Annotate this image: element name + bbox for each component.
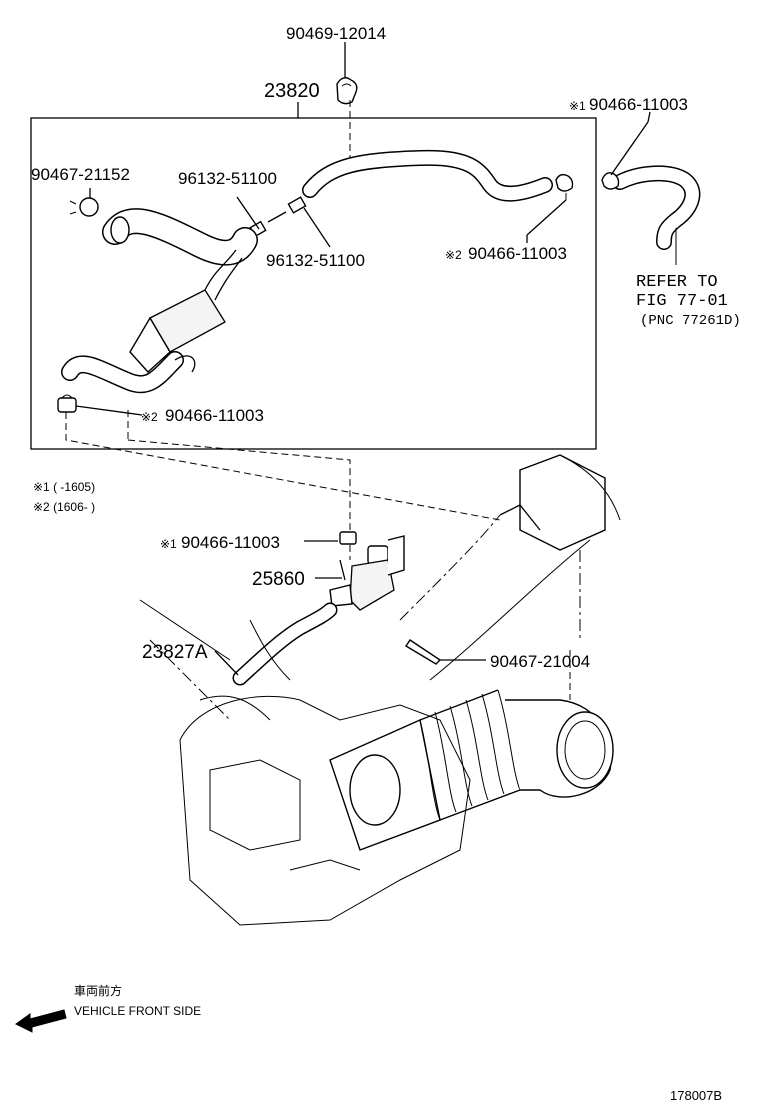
label-23827A: 23827A [142,642,208,663]
label-23820: 23820 [264,80,320,102]
note-1: ※1 ( -1605) [33,480,95,494]
label-90466-11003-top: 90466-11003 [589,95,688,114]
label-25860: 25860 [252,569,305,590]
hose-23820 [302,149,553,202]
direction-en: VEHICLE FRONT SIDE [74,1004,201,1018]
leader-lines [75,111,651,676]
engine-area [139,454,621,926]
front-direction-arrow [15,1009,67,1033]
mark-1-mid: ※1 [160,537,177,551]
direction-jp: 車両前方 [74,983,122,998]
label-90466-11003-mid: 90466-11003 [181,533,280,552]
mark-2-left: ※2 [141,410,158,424]
label-90467-21152: 90467-21152 [31,165,130,184]
external-hose [601,165,701,265]
mark-2-right: ※2 [445,248,462,262]
label-96132-51100-a: 96132-51100 [178,169,277,188]
mark-1-top: ※1 [569,99,586,113]
figure-id: 178007B [670,1088,722,1103]
assembly-box [30,117,597,450]
clamp-right-inner [555,173,574,200]
label-96132-51100-b: 96132-51100 [266,251,365,270]
intake-hose-assembly [61,208,258,440]
refer-line-1: REFER TO [636,273,718,292]
routing-dashed-1 [65,412,501,521]
label-90466-11003-right: 90466-11003 [468,244,567,263]
clamp-90467-21152 [69,197,99,217]
note-2: ※2 (1606- ) [33,500,95,514]
refer-line-2: FIG 77-01 [636,292,728,311]
label-90469-12014: 90469-12014 [286,24,386,43]
refer-line-3: (PNC 77261D) [640,313,741,329]
label-90466-11003-left: 90466-11003 [165,406,264,425]
clamp-left-lower [57,394,77,413]
clamp-90469-12014 [336,77,358,165]
label-90467-21004: 90467-21004 [490,652,590,671]
